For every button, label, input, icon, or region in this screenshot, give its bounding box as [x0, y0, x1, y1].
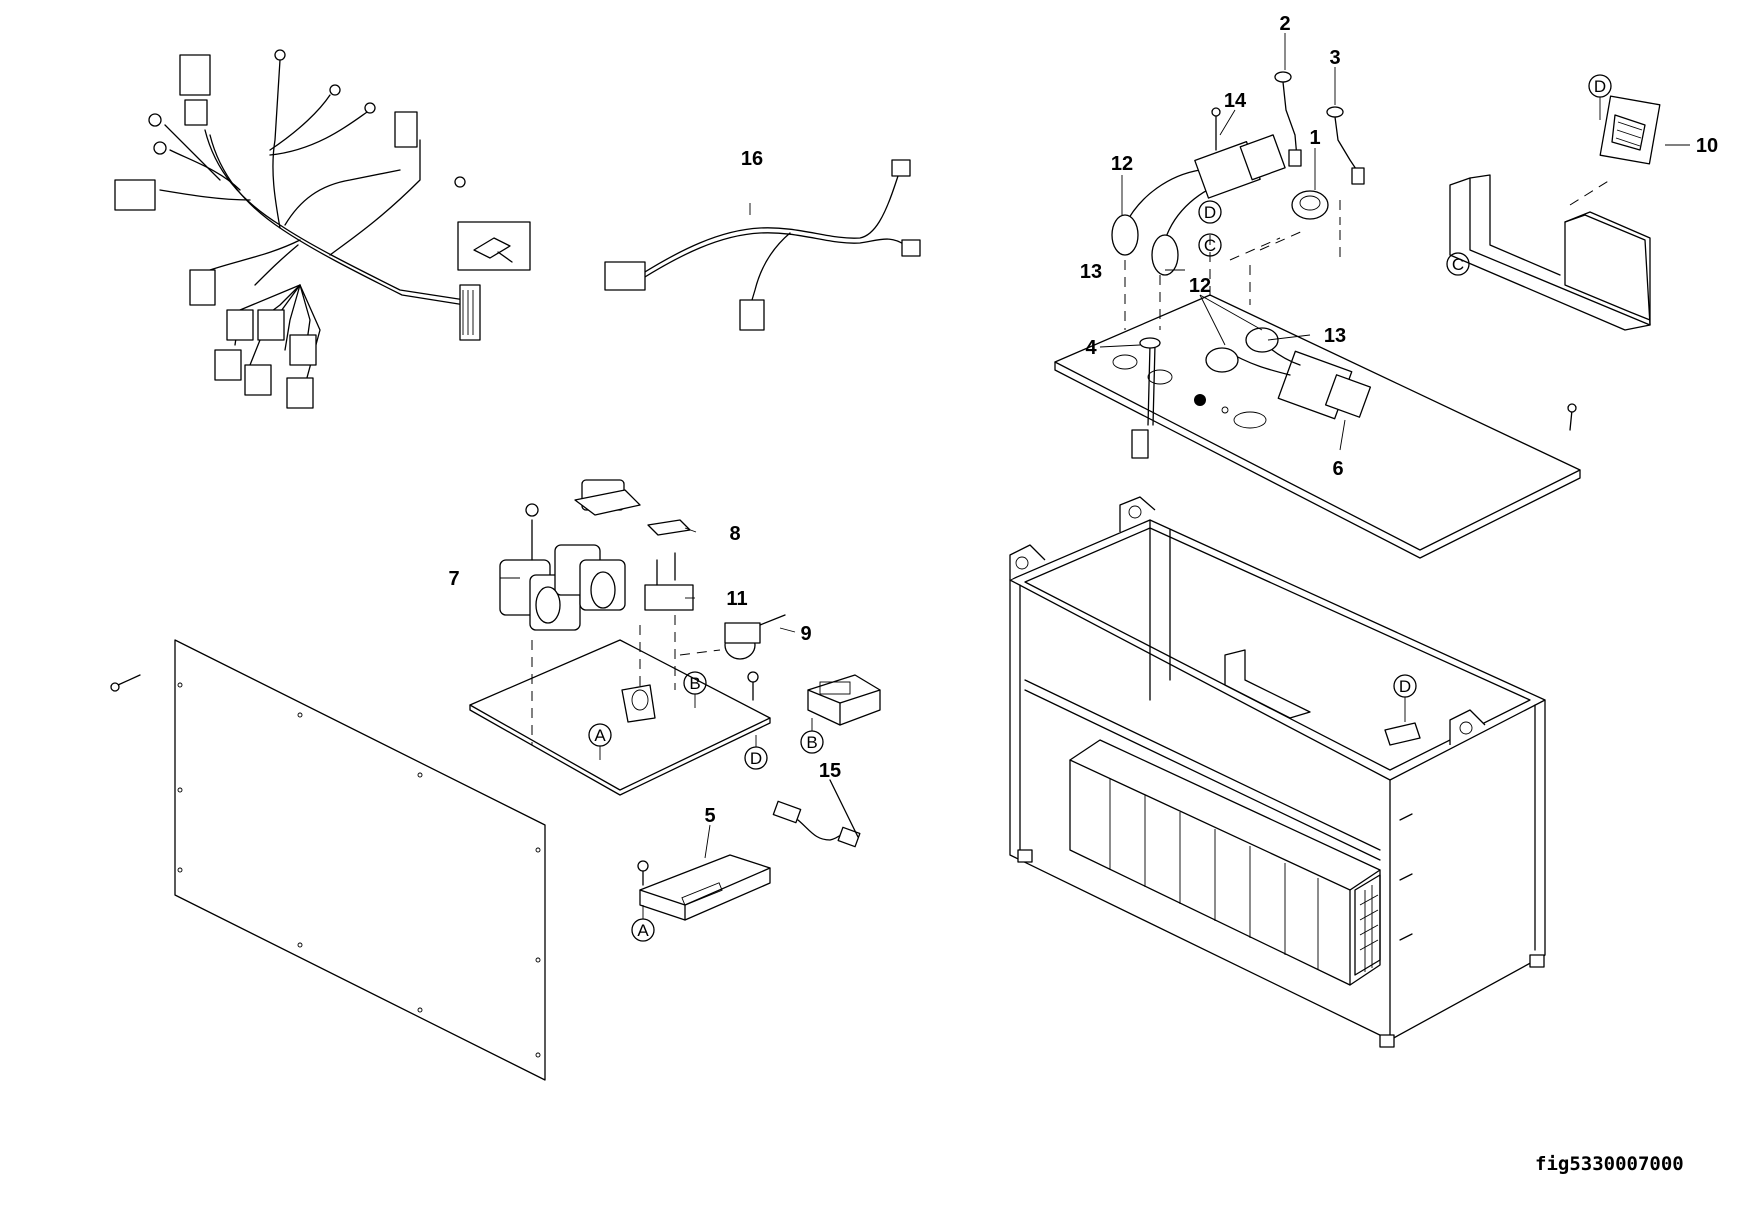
callout-12-lower: 12	[1189, 275, 1211, 297]
ref-d-frame: D	[1399, 677, 1411, 696]
relay-module	[807, 674, 881, 726]
ref-d-cable: D	[1204, 203, 1216, 222]
connector-16-c	[891, 159, 911, 177]
controller-5	[637, 854, 771, 921]
ref-a-plate: A	[594, 726, 606, 745]
callout-14: 14	[1224, 90, 1247, 112]
ref-c-plate: C	[1204, 236, 1216, 255]
callout-1: 1	[1309, 127, 1320, 149]
connector-16-a	[604, 261, 646, 291]
callout-15: 15	[819, 760, 841, 782]
callout-2: 2	[1279, 13, 1290, 35]
figure-id: fig5330007000	[1535, 1153, 1684, 1175]
harness-16	[604, 159, 921, 331]
ref-c-bracket: C	[1452, 255, 1464, 274]
callout-5: 5	[704, 805, 715, 827]
callout-8: 8	[729, 523, 740, 545]
callout-7: 7	[448, 568, 459, 590]
terminal-detail-box	[457, 221, 531, 271]
leader-lines	[500, 33, 1690, 859]
side-panel	[110, 639, 546, 1081]
callout-16: 16	[741, 148, 763, 170]
callout-13-upper: 13	[1080, 261, 1102, 283]
callout-6: 6	[1332, 458, 1343, 480]
callout-3: 3	[1329, 47, 1340, 69]
bracket-10	[1449, 95, 1661, 331]
ref-a-controller: A	[637, 921, 649, 940]
callout-12-upper: 12	[1111, 153, 1133, 175]
callout-4: 4	[1085, 337, 1097, 359]
connector-16-b	[739, 299, 765, 331]
ref-d-plate: D	[750, 749, 762, 768]
ref-b-plate: B	[689, 674, 700, 693]
callout-11: 11	[726, 588, 747, 610]
connector-16-d	[901, 239, 921, 257]
callout-numbers: 1 2 3 4 5 6 7 8 9 10 11 12 12 13 13 14 1…	[448, 13, 1718, 827]
battery-frame	[1009, 496, 1546, 1048]
main-wire-harness	[114, 49, 531, 409]
top-plate-assembly	[1054, 71, 1581, 559]
callout-9: 9	[800, 623, 811, 645]
ref-b-relay: B	[806, 733, 817, 752]
cable-15	[772, 779, 861, 848]
reference-markers: A A B B C C D D D D	[588, 74, 1612, 942]
callout-10: 10	[1696, 135, 1718, 157]
callout-13-lower: 13	[1324, 325, 1346, 347]
ref-d-bracket: D	[1594, 77, 1606, 96]
